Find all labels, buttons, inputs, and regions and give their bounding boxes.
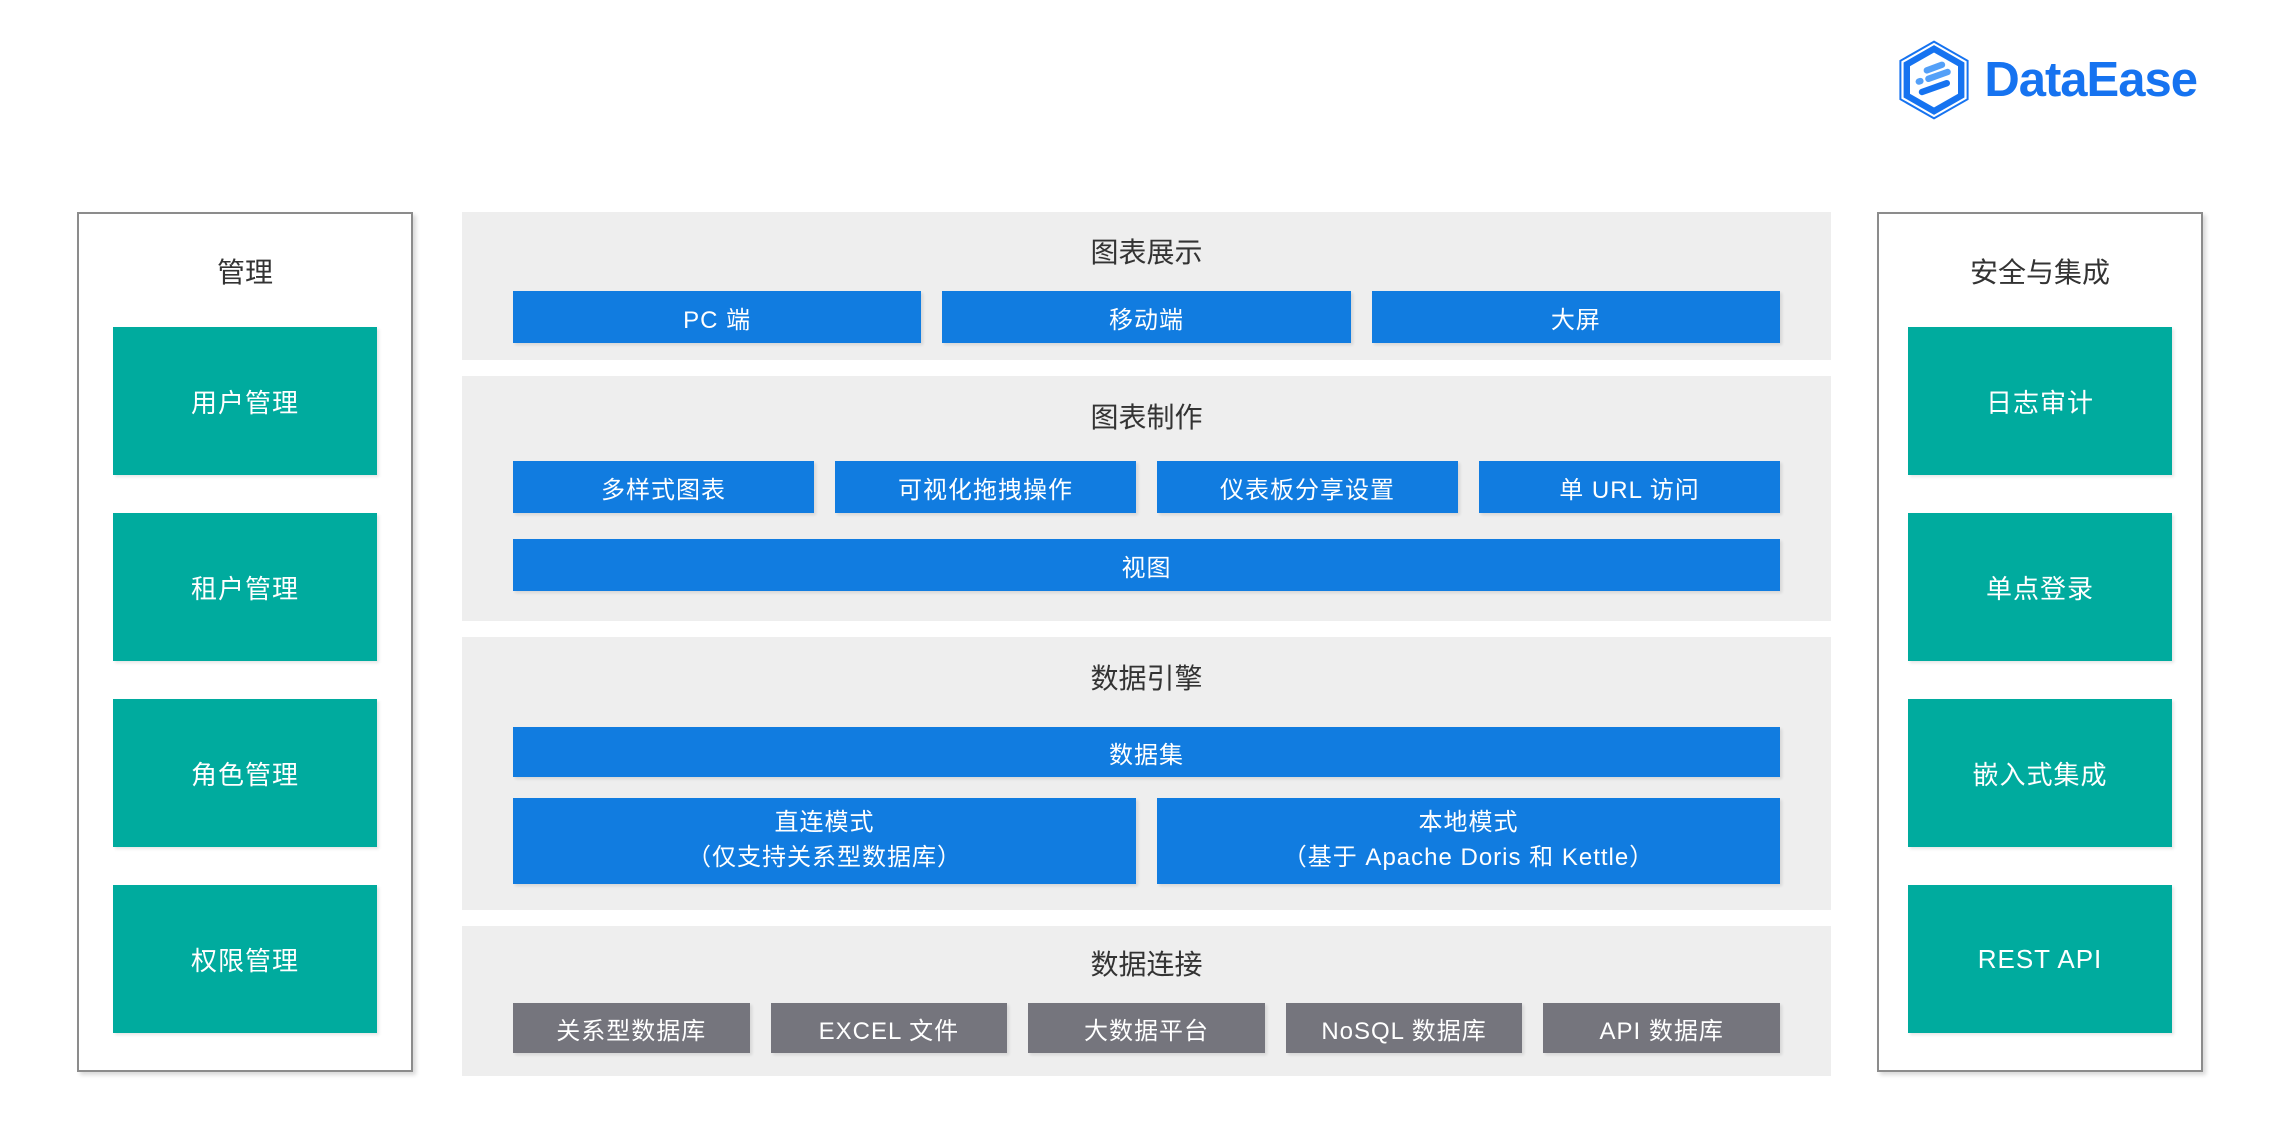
data-engine-modes-row: 直连模式 （仅支持关系型数据库） 本地模式 （基于 Apache Doris 和…: [513, 798, 1780, 884]
box-rest-api[interactable]: REST API: [1908, 885, 2172, 1033]
box-dataset[interactable]: 数据集: [513, 727, 1780, 777]
dataease-logo: DataEase: [1894, 40, 2198, 120]
box-pc-client[interactable]: PC 端: [513, 291, 922, 343]
dataease-hexagon-icon: [1899, 40, 1969, 120]
box-single-sign-on[interactable]: 单点登录: [1908, 513, 2172, 661]
box-relational-db[interactable]: 关系型数据库: [513, 1003, 750, 1053]
box-multi-style-charts[interactable]: 多样式图表: [513, 461, 814, 513]
box-drag-drop-ops[interactable]: 可视化拖拽操作: [835, 461, 1136, 513]
box-mobile-client[interactable]: 移动端: [942, 291, 1351, 343]
box-big-screen[interactable]: 大屏: [1371, 291, 1780, 343]
security-integration-boxes: 日志审计 单点登录 嵌入式集成 REST API: [1908, 327, 2172, 1033]
chart-display-row: PC 端 移动端 大屏: [513, 291, 1780, 343]
box-dashboard-sharing[interactable]: 仪表板分享设置: [1157, 461, 1458, 513]
box-permission-management[interactable]: 权限管理: [113, 885, 377, 1033]
management-panel-boxes: 用户管理 租户管理 角色管理 权限管理: [113, 327, 377, 1033]
direct-connect-mode-note: （仅支持关系型数据库）: [687, 844, 962, 871]
box-local-mode[interactable]: 本地模式 （基于 Apache Doris 和 Kettle）: [1157, 798, 1780, 884]
security-integration-panel: 安全与集成 日志审计 单点登录 嵌入式集成 REST API: [1877, 212, 2203, 1072]
box-direct-connect-mode[interactable]: 直连模式 （仅支持关系型数据库）: [513, 798, 1136, 884]
section-chart-display-title: 图表展示: [1090, 237, 1203, 268]
direct-connect-mode-name: 直连模式: [774, 809, 875, 837]
section-data-connection-title: 数据连接: [1090, 949, 1203, 980]
box-role-management[interactable]: 角色管理: [113, 699, 377, 847]
box-views[interactable]: 视图: [513, 539, 1780, 591]
logo-wordmark: DataEase: [1984, 52, 2198, 107]
management-panel-title: 管理: [216, 257, 273, 288]
box-embedded-integration[interactable]: 嵌入式集成: [1908, 699, 2172, 847]
box-tenant-management[interactable]: 租户管理: [113, 513, 377, 661]
local-mode-note: （基于 Apache Doris 和 Kettle）: [1282, 844, 1655, 871]
section-chart-making-title: 图表制作: [1090, 402, 1203, 433]
section-data-engine-title: 数据引擎: [1090, 663, 1203, 694]
chart-making-row-full: 视图: [513, 539, 1780, 591]
data-connection-row: 关系型数据库 EXCEL 文件 大数据平台 NoSQL 数据库 API 数据库: [513, 1003, 1780, 1053]
architecture-layers: 图表展示 PC 端 移动端 大屏 图表制作 多样式图表 可视化拖拽操作 仪表板分…: [462, 212, 1831, 1076]
box-log-audit[interactable]: 日志审计: [1908, 327, 2172, 475]
box-api-db[interactable]: API 数据库: [1543, 1003, 1780, 1053]
security-integration-panel-title: 安全与集成: [1969, 257, 2110, 288]
management-panel: 管理 用户管理 租户管理 角色管理 权限管理: [77, 212, 413, 1072]
box-bigdata-platform[interactable]: 大数据平台: [1028, 1003, 1265, 1053]
box-excel-files[interactable]: EXCEL 文件: [770, 1003, 1008, 1053]
section-data-engine: 数据引擎 数据集 直连模式 （仅支持关系型数据库） 本地模式 （基于 Apach…: [462, 637, 1831, 910]
box-nosql-db[interactable]: NoSQL 数据库: [1285, 1003, 1523, 1053]
box-user-management[interactable]: 用户管理: [113, 327, 377, 475]
chart-making-row: 多样式图表 可视化拖拽操作 仪表板分享设置 单 URL 访问: [513, 461, 1780, 513]
section-data-connection: 数据连接 关系型数据库 EXCEL 文件 大数据平台 NoSQL 数据库 API…: [462, 926, 1831, 1076]
section-chart-making: 图表制作 多样式图表 可视化拖拽操作 仪表板分享设置 单 URL 访问 视图: [462, 376, 1831, 621]
section-chart-display: 图表展示 PC 端 移动端 大屏: [462, 212, 1831, 360]
data-engine-row-full: 数据集: [513, 727, 1780, 777]
box-single-url-access[interactable]: 单 URL 访问: [1479, 461, 1780, 513]
local-mode-name: 本地模式: [1418, 809, 1519, 837]
